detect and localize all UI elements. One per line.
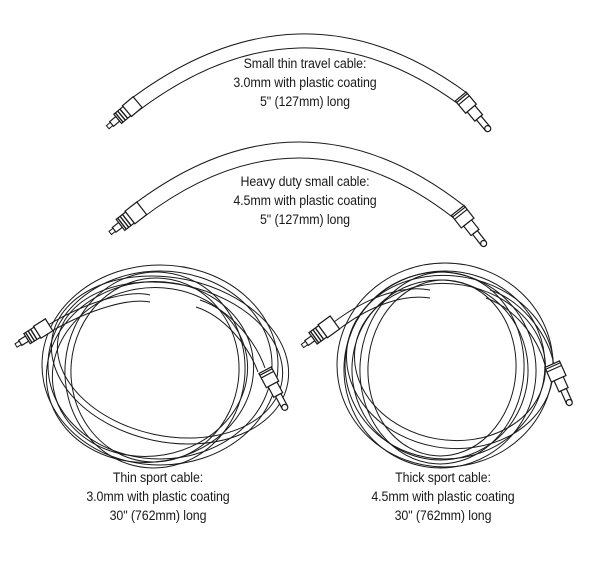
cable-small-thin-travel — [105, 33, 492, 133]
caption-thin-sport: Thin sport cable: 3.0mm with plastic coa… — [66, 468, 250, 525]
cable-length: 30" (762mm) long — [394, 508, 492, 523]
connector-right — [450, 204, 488, 248]
connector-right — [454, 91, 492, 133]
connector-left — [14, 318, 54, 348]
cable-length: 5" (127mm) long — [259, 212, 351, 227]
caption-heavy-duty-small: Heavy duty small cable: 4.5mm with plast… — [222, 172, 388, 229]
cable-name: Small thin travel cable: — [243, 56, 367, 71]
cable-heavy-duty-small — [108, 141, 488, 248]
cable-name: Thin sport cable: — [112, 470, 204, 485]
connector-left — [105, 95, 143, 130]
cable-spec: 3.0mm with plastic coating — [233, 75, 377, 90]
coil-loops — [336, 262, 555, 469]
connector-right — [258, 366, 289, 411]
cable-thick-sport — [300, 262, 573, 469]
cable-length: 30" (762mm) long — [109, 508, 207, 523]
caption-thick-sport: Thick sport cable: 4.5mm with plastic co… — [351, 468, 535, 525]
cable-length: 5" (127mm) long — [259, 94, 351, 109]
cable-spec: 4.5mm with plastic coating — [233, 193, 377, 208]
cable-spec: 3.0mm with plastic coating — [86, 489, 230, 504]
caption-small-thin-travel: Small thin travel cable: 3.0mm with plas… — [222, 54, 388, 111]
cable-name: Thick sport cable: — [395, 470, 491, 485]
cable-thin-sport — [14, 264, 290, 469]
connector-left — [108, 201, 148, 236]
connector-left — [300, 315, 341, 349]
cable-name: Heavy duty small cable: — [240, 174, 370, 189]
cable-spec: 4.5mm with plastic coating — [371, 489, 515, 504]
coil-loops — [41, 264, 290, 469]
connector-right — [544, 360, 573, 407]
